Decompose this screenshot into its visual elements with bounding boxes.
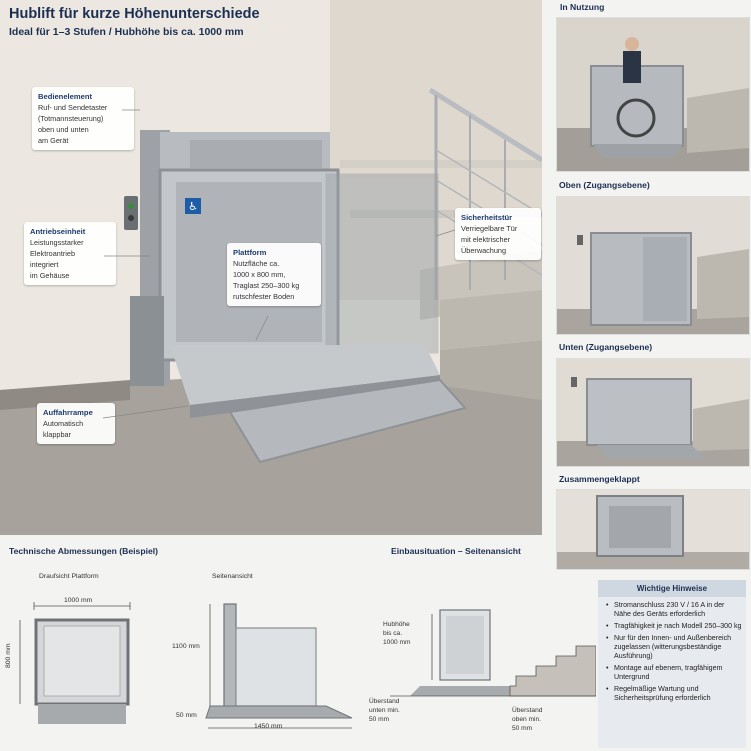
callout-line: rutschfester Boden xyxy=(233,292,295,301)
lift-bottom-level-image xyxy=(557,359,749,466)
thumb-oben xyxy=(556,196,750,335)
thumb-zusammengeklappt xyxy=(556,489,750,570)
top-view-title: Draufsicht Plattform xyxy=(39,573,99,580)
label-unten: Unten (Zugangsebene) xyxy=(559,342,653,352)
note-item: Regelmäßige Wartung und Sicherheitsprüfu… xyxy=(606,685,742,703)
note-item: Stromanschluss 230 V / 16 A in der Nähe … xyxy=(606,601,742,619)
label-oben: Oben (Zugangsebene) xyxy=(559,180,650,190)
note-item: Nur für den Innen- und Außenbereich zuge… xyxy=(606,634,742,661)
tech-section-title: Technische Abmessungen (Beispiel) xyxy=(9,546,158,556)
hubhoehe-line: 1000 mm xyxy=(383,639,411,646)
lift-folded-image xyxy=(557,490,749,569)
install-section-title: Einbausituation – Seitenansicht xyxy=(391,546,521,556)
label-in-nutzung: In Nutzung xyxy=(560,2,605,12)
lift-in-use-image xyxy=(557,18,749,171)
page-subtitle: Ideal für 1–3 Stufen / Hubhöhe bis ca. 1… xyxy=(9,26,244,38)
callout-line: 1000 x 800 mm, xyxy=(233,270,286,279)
callout-leaders xyxy=(102,109,456,419)
note-item: Tragfähigkeit je nach Modell 250–300 kg xyxy=(606,622,742,631)
ueberstand-unten-line: Überstand xyxy=(369,698,400,705)
top-view-width: 1000 mm xyxy=(64,597,93,604)
ueberstand-unten-line: 50 mm xyxy=(369,716,390,723)
ueberstand-oben-line: oben min. xyxy=(512,716,541,723)
callout-line: Automatisch xyxy=(43,419,84,428)
callout-heading: Auffahrrampe xyxy=(43,408,93,417)
svg-text:♿: ♿ xyxy=(188,200,198,213)
callout-antriebseinheit: Antriebseinheit Leistungsstarker Elektro… xyxy=(24,222,116,285)
ueberstand-unten-label: Überstand unten min. 50 mm xyxy=(369,697,400,724)
ueberstand-oben-label: Überstand oben min. 50 mm xyxy=(512,706,542,733)
callout-sicherheitstuer: Sicherheitstür Verriegelbare Tür mit ele… xyxy=(455,208,541,260)
callout-line: Ruf- und Sendetaster xyxy=(38,103,108,112)
hubhoehe-label: Hubhöhe bis ca. 1000 mm xyxy=(383,620,411,647)
callout-heading: Bedienelement xyxy=(38,92,93,101)
callout-heading: Plattform xyxy=(233,248,267,257)
ueberstand-oben-line: Überstand xyxy=(512,707,543,714)
side-height: 1100 mm xyxy=(172,643,200,650)
callout-line: Traglast 250–300 kg xyxy=(233,281,300,290)
callout-line: mit elektrischer xyxy=(461,235,511,244)
callout-heading: Sicherheitstür xyxy=(461,213,513,222)
hubhoehe-line: Hubhöhe xyxy=(383,621,410,628)
callout-bedienelement: Bedienelement Ruf- und Sendetaster (Totm… xyxy=(32,87,134,150)
callout-line: (Totmannsteuerung) xyxy=(38,114,104,123)
note-item: Montage auf ebenem, tragfähigem Untergru… xyxy=(606,664,742,682)
side-base: 50 mm xyxy=(176,712,197,719)
installation-drawing xyxy=(390,609,596,697)
ueberstand-unten-line: unten min. xyxy=(369,707,400,714)
callout-line: im Gehäuse xyxy=(30,271,70,280)
technical-drawings xyxy=(19,602,353,729)
callout-line: Leistungsstarker xyxy=(30,238,84,247)
callout-line: Nutzfläche ca. xyxy=(233,259,280,268)
side-length: 1450 mm xyxy=(254,723,283,730)
notes-list: Stromanschluss 230 V / 16 A in der Nähe … xyxy=(598,601,746,703)
callout-line: Überwachung xyxy=(461,246,507,255)
callout-line: oben und unten xyxy=(38,125,89,134)
ueberstand-oben-line: 50 mm xyxy=(512,725,533,732)
callout-line: klappbar xyxy=(43,430,71,439)
thumb-in-nutzung xyxy=(556,17,750,172)
callout-plattform: Plattform Nutzfläche ca. 1000 x 800 mm, … xyxy=(227,243,321,306)
callout-line: Verriegelbare Tür xyxy=(461,224,518,233)
side-view-title: Seitenansicht xyxy=(212,573,253,580)
callout-line: Elektroantrieb xyxy=(30,249,76,258)
label-zusammengeklappt: Zusammengeklappt xyxy=(559,474,640,484)
lift-top-level-image xyxy=(557,197,749,334)
callout-line: am Gerät xyxy=(38,136,69,145)
page-title: Hublift für kurze Höhenunterschiede xyxy=(9,6,260,22)
callout-auffahrrampe: Auffahrrampe Automatisch klappbar xyxy=(37,403,115,444)
notes-box: Wichtige Hinweise Stromanschluss 230 V /… xyxy=(598,580,746,748)
callout-line: integriert xyxy=(30,260,59,269)
callout-heading: Antriebseinheit xyxy=(30,227,86,236)
top-view-depth: 800 mm xyxy=(5,643,12,668)
notes-heading: Wichtige Hinweise xyxy=(598,580,746,597)
hubhoehe-line: bis ca. xyxy=(383,630,403,637)
thumb-unten xyxy=(556,358,750,467)
